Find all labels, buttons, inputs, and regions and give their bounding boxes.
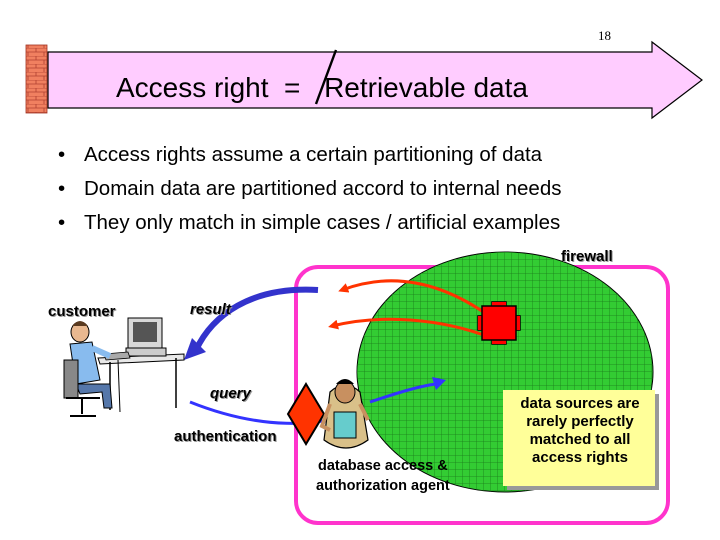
- result-label: result: [190, 301, 231, 318]
- note-line2: rarely perfectly: [526, 413, 634, 430]
- agent-label-line1: database access &: [317, 458, 448, 474]
- title-arrow-band: [47, 40, 703, 120]
- authentication-diamond-icon: [286, 382, 326, 446]
- note-text: data sources are rarely perfectly matche…: [506, 395, 654, 467]
- note-line1: data sources are: [520, 395, 640, 412]
- bullet-item: •Domain data are partitioned accord to i…: [58, 177, 562, 200]
- page-number: 18: [598, 28, 611, 43]
- authorization-agent-icon: [319, 379, 370, 449]
- not-equal-slash-icon: [314, 49, 338, 105]
- firewall-arrow-lower: [328, 317, 493, 340]
- agent-label: database access & authorization agent: [316, 456, 450, 496]
- note-box: [503, 390, 655, 486]
- customer-label: customer: [48, 303, 116, 320]
- customer-at-computer-icon: [63, 317, 185, 417]
- authentication-label: authentication: [174, 428, 277, 445]
- title-left: Access right: [116, 72, 269, 103]
- firewall-arrow-upper: [338, 279, 493, 320]
- slide-title: Access right = Retrievable data: [116, 72, 528, 104]
- note-line4: access rights: [532, 449, 628, 466]
- firewall-label: firewall: [561, 248, 613, 265]
- result-arrow: [193, 286, 319, 352]
- brick-wall-icon: [25, 44, 48, 114]
- bullet-list: •Access rights assume a certain partitio…: [58, 138, 562, 240]
- query-label: query: [210, 385, 251, 402]
- note-line3: matched to all: [529, 431, 631, 448]
- agent-label-line2: authorization agent: [316, 478, 450, 494]
- bullet-item: •They only match in simple cases / artif…: [58, 211, 561, 234]
- bullet-item: •Access rights assume a certain partitio…: [58, 143, 543, 166]
- not-equal-sign: =: [276, 72, 309, 103]
- title-right: Retrievable data: [324, 72, 528, 103]
